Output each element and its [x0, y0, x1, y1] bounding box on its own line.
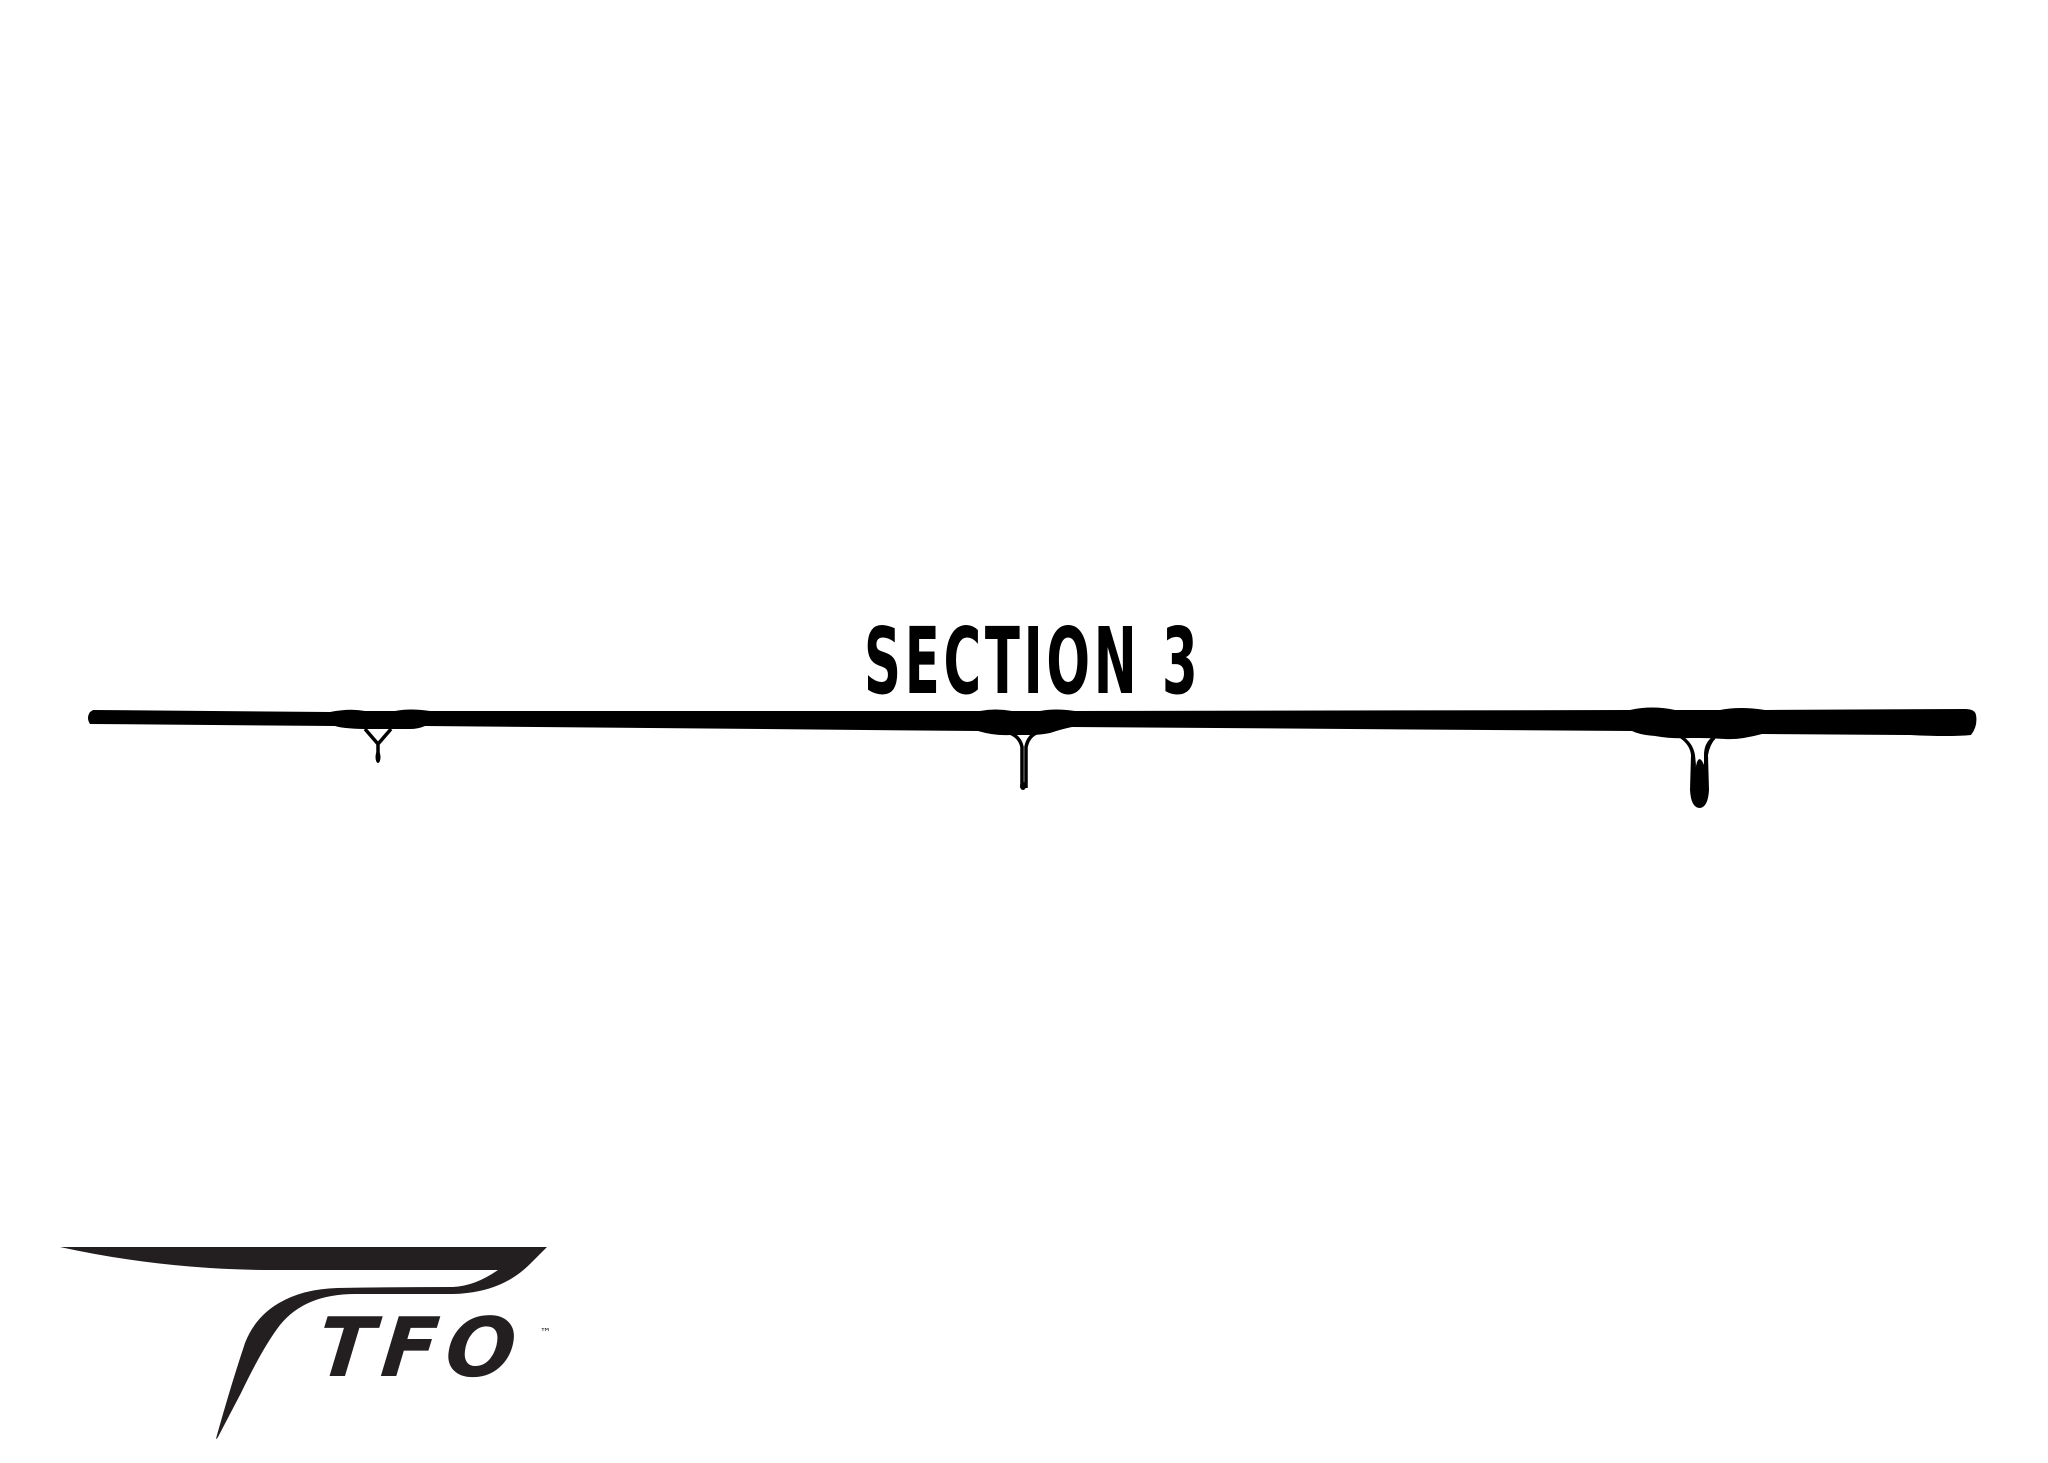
rod-guide-1: [363, 727, 393, 763]
rod-blank: [88, 707, 1977, 740]
section-title: SECTION 3: [864, 608, 1202, 715]
logo-swoosh-icon: [60, 1247, 547, 1440]
rod-guide-3: [1680, 738, 1716, 808]
tfo-logo-mark: [60, 1247, 547, 1440]
rod-guide-2: [1009, 731, 1037, 790]
logo-trademark: ™: [540, 1326, 551, 1339]
logo-text: TFO: [313, 1301, 529, 1396]
